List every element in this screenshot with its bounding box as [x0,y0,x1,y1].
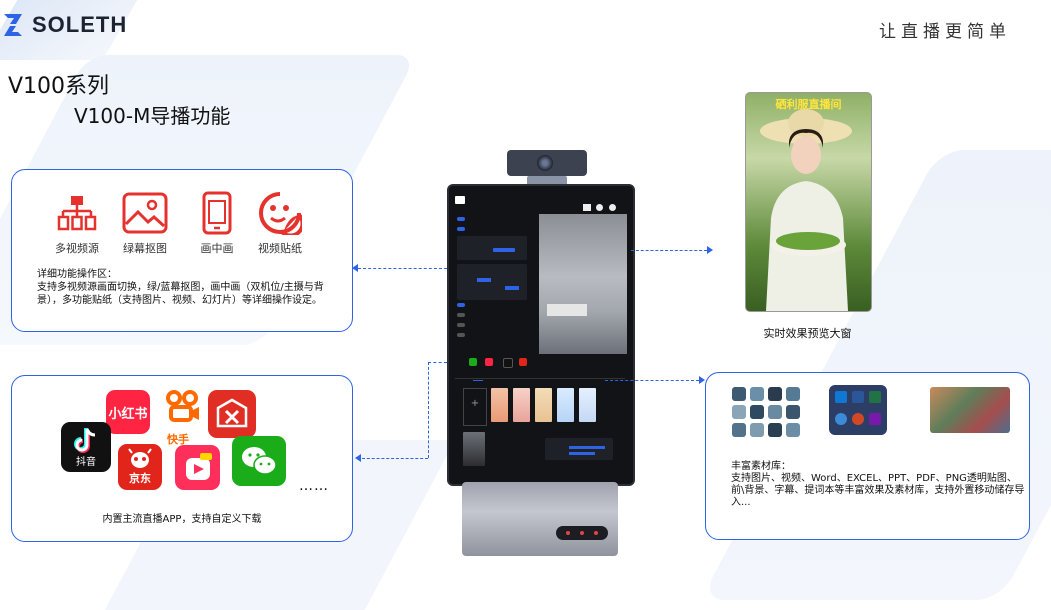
camera-mount [527,176,567,186]
stand-controls [556,526,608,540]
screen-panel [545,438,613,460]
logo: SOLETH [0,6,160,44]
douyin-icon: 抖音 [61,422,111,472]
screen-row [457,322,465,328]
screen-button [505,286,519,290]
features-callout: 多视频源 绿幕抠图 画中画 [11,169,353,332]
connector-arrow [699,376,705,384]
screen-app-icon [485,358,493,366]
connector-line [362,458,428,459]
series-title: V100系列 [8,74,110,99]
screen-app-icon [503,358,513,368]
connector-line [358,268,447,269]
screen-button [493,248,515,252]
photo-collage [930,387,1010,433]
apps-caption: 内置主流直播APP，支持自定义下载 [102,514,262,525]
camera [507,150,587,176]
connector-line [428,362,429,458]
materials-description: 丰富素材库： 支持图片、视频、Word、EXCEL、PPT、PDF、PNG透明贴… [731,461,1026,509]
screen-folder-icon [583,204,591,211]
image-icon [122,192,168,234]
connector-line [428,362,447,363]
connector-arrow [352,264,358,272]
screen-panel [457,264,527,300]
screen-thumbnail [491,388,508,422]
presenter-image [760,109,852,311]
screen-thumbnail [463,432,485,466]
preview-caption: 实时效果预览大窗 [763,327,852,340]
device-screen: + [447,184,635,486]
device-stand [462,482,618,556]
kuaishou-icon [160,384,204,428]
connector-line [605,380,699,381]
app-label: 小红书 [108,406,148,422]
connector-arrow [707,246,713,254]
camera-lens [537,155,553,171]
screen-tab-indicator [473,380,483,381]
materials-heading: 丰富素材库： [731,461,791,472]
feature-green-screen: 绿幕抠图 [110,190,180,256]
screen-divider [455,378,625,379]
features-heading: 详细功能操作区： [37,269,117,280]
screen-close-icon [609,204,616,211]
feature-multi-source: 多视频源 [42,190,112,256]
screen-row [457,302,465,308]
pinduoduo-icon [208,390,256,438]
screen-row [457,226,465,232]
sticker-icon [259,192,302,235]
app-label: 抖音 [76,456,96,468]
features-description: 详细功能操作区： 支持多视频源画面切换，绿/蓝幕抠图，画中画（双机位/主摄与背景… [37,268,332,307]
xiaohongshu-icon: 小红书 [106,390,150,434]
materials-body: 支持图片、视频、Word、EXCEL、PPT、PDF、PNG透明贴图、前\背景、… [731,473,1025,508]
wechat-icon [232,436,286,486]
apps-callout: 小红书 快手 抖音 京东 [11,375,353,542]
live-room-badge: 硒利服直播间 [775,98,842,111]
screen-app-icon [519,358,527,366]
screen-thumbnail [535,388,552,422]
screen-logo-icon [455,196,465,204]
multi-source-icon [57,196,97,231]
pip-icon [202,191,232,235]
connector-arrow [355,454,361,462]
screen-row [457,332,465,338]
app-label: 快手 [167,433,189,446]
screen-app-icon [469,358,477,366]
screen-settings-icon [596,204,603,211]
office-icons [829,385,887,435]
live-preview-window: 硒利服直播间 [745,92,872,312]
connector-line [631,250,707,251]
app-label: 京东 [129,472,151,485]
more-apps-ellipsis: …… [299,478,329,494]
feature-label: 多视频源 [55,242,99,255]
screen-thumbnail [513,388,530,422]
screen-thumbnail [557,388,574,422]
screen-row [457,312,465,318]
jd-icon: 京东 [118,444,162,490]
feature-label: 绿幕抠图 [123,242,167,255]
taobao-live-icon [175,445,220,490]
screen-button [477,278,491,282]
screen-row [457,216,465,222]
screen-preview [539,214,627,354]
features-body: 支持多视频源画面切换，绿/蓝幕抠图，画中画（双机位/主摄与背景），多功能贴纸（支… [37,282,324,306]
screen-thumbnail [579,388,596,422]
feature-sticker: 视频贴纸 [245,190,315,256]
materials-callout: 丰富素材库： 支持图片、视频、Word、EXCEL、PPT、PDF、PNG透明贴… [705,372,1030,540]
feature-pip: 画中画 [182,190,252,256]
screen-add-button: + [463,388,487,426]
page-title: V100-M导播功能 [74,104,231,128]
screen-panel [457,236,527,260]
feature-label: 画中画 [200,242,234,255]
slogan: 让直播更简单 [879,22,1011,42]
logo-text: SOLETH [32,12,128,37]
feature-label: 视频贴纸 [258,242,302,255]
logo-mark-icon [4,14,22,36]
